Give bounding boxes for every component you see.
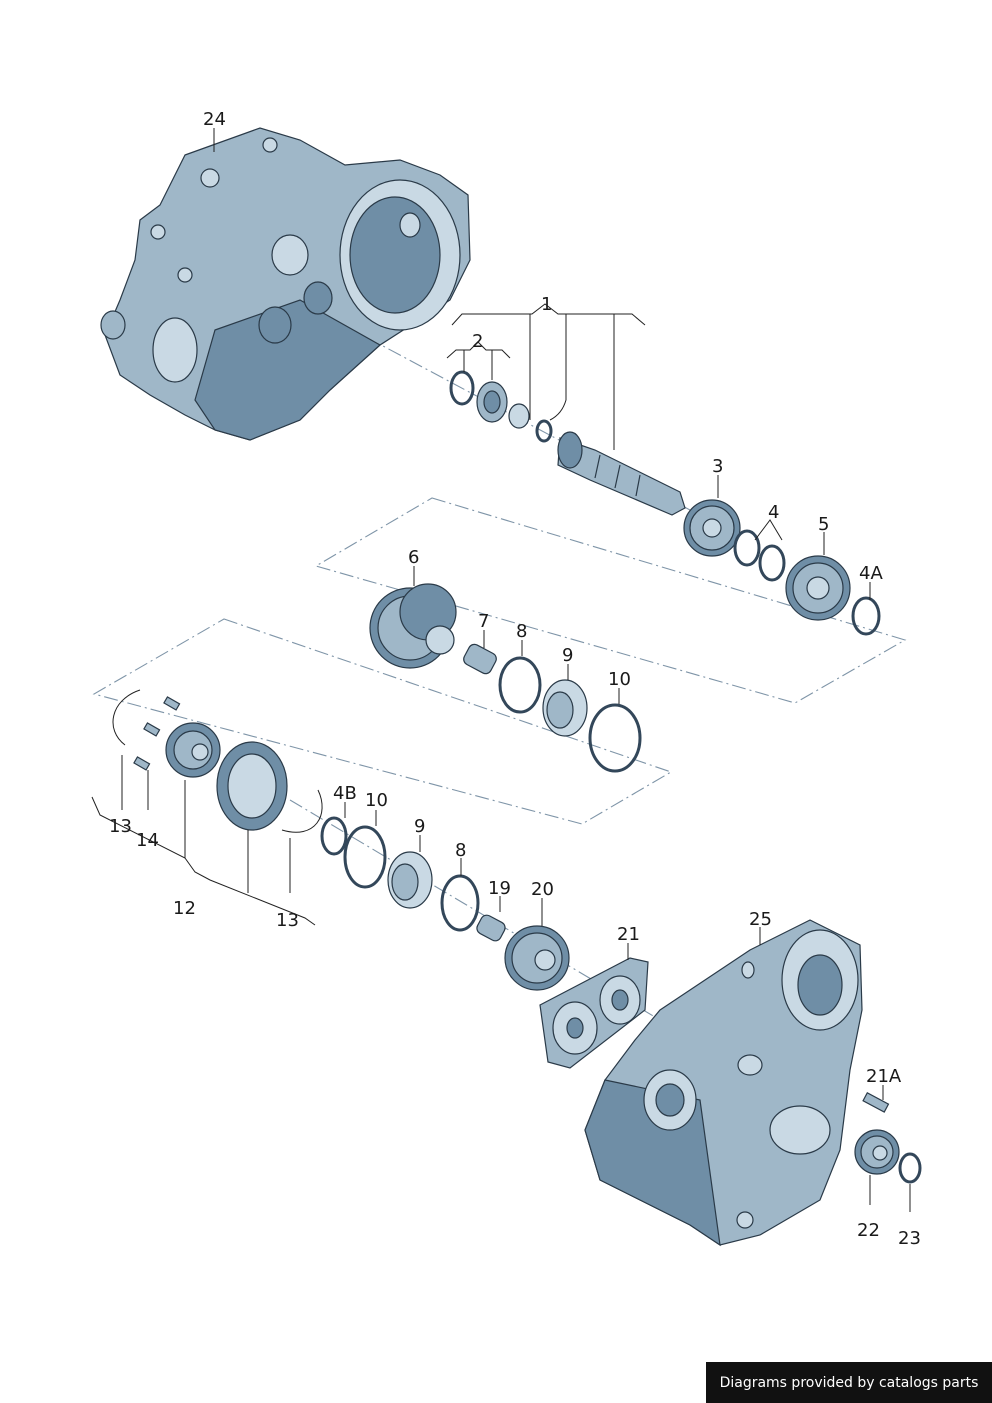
gear-22 <box>854 1129 900 1175</box>
transmission-housing-25 <box>584 919 863 1247</box>
callout-23: 23 <box>898 1228 921 1249</box>
synchro-ring-8-lower <box>440 874 480 932</box>
gear-20 <box>504 925 570 991</box>
callout-4A: 4A <box>859 563 883 584</box>
group-box-lower <box>92 618 673 825</box>
credit-banner: Diagrams provided by catalogs parts <box>706 1362 992 1403</box>
synchro-ring-10-lower <box>343 825 387 889</box>
gear-6 <box>369 583 457 669</box>
leader-lines <box>91 128 911 1212</box>
bearing-plate-21 <box>539 957 649 1069</box>
bolt-21A <box>862 1092 890 1113</box>
group-box-upper <box>314 497 907 704</box>
bearing-set-2 <box>449 370 553 443</box>
callout-12: 12 <box>173 898 196 919</box>
callout-13-right: 13 <box>276 910 299 931</box>
callout-20: 20 <box>531 879 554 900</box>
transmission-housing-24 <box>100 127 471 441</box>
callout-labels: 24 1 2 3 4 5 4A 6 7 8 9 10 4B 10 9 8 19 … <box>109 109 921 1249</box>
callout-10-lower: 10 <box>365 790 388 811</box>
callout-9-lower: 9 <box>414 816 425 837</box>
callout-22: 22 <box>857 1220 880 1241</box>
ring-4-b <box>758 544 786 582</box>
callout-5: 5 <box>818 514 829 535</box>
callout-2: 2 <box>472 331 483 352</box>
callout-21A: 21A <box>866 1066 902 1087</box>
cone-ring-9-upper <box>542 679 588 737</box>
callout-24: 24 <box>203 109 226 130</box>
callout-21: 21 <box>617 924 640 945</box>
ring-4B <box>320 816 348 856</box>
needle-bearing-7 <box>463 643 497 675</box>
callout-10-upper: 10 <box>608 669 631 690</box>
callout-19: 19 <box>488 878 511 899</box>
callout-3: 3 <box>712 456 723 477</box>
callout-14: 14 <box>136 830 159 851</box>
callout-4B: 4B <box>333 783 357 804</box>
input-shaft-1 <box>557 431 686 516</box>
synchro-ring-8-upper <box>498 656 542 714</box>
ring-4-a <box>733 529 761 567</box>
ring-23 <box>898 1152 922 1184</box>
needle-bearing-19 <box>476 914 506 942</box>
synchro-hub-assembly-12 <box>112 689 323 833</box>
callout-9-upper: 9 <box>562 645 573 666</box>
callout-7: 7 <box>478 611 489 632</box>
callout-1: 1 <box>541 294 552 315</box>
callout-25: 25 <box>749 909 772 930</box>
callout-6: 6 <box>408 547 419 568</box>
gear-5 <box>785 555 851 621</box>
callout-8-upper: 8 <box>516 621 527 642</box>
ring-4A <box>851 596 881 636</box>
gear-3 <box>683 499 741 557</box>
callout-13-left: 13 <box>109 816 132 837</box>
callout-4: 4 <box>768 502 779 523</box>
synchro-ring-10-upper <box>588 703 642 773</box>
cone-ring-9-lower <box>387 851 433 909</box>
callout-8-lower: 8 <box>455 840 466 861</box>
